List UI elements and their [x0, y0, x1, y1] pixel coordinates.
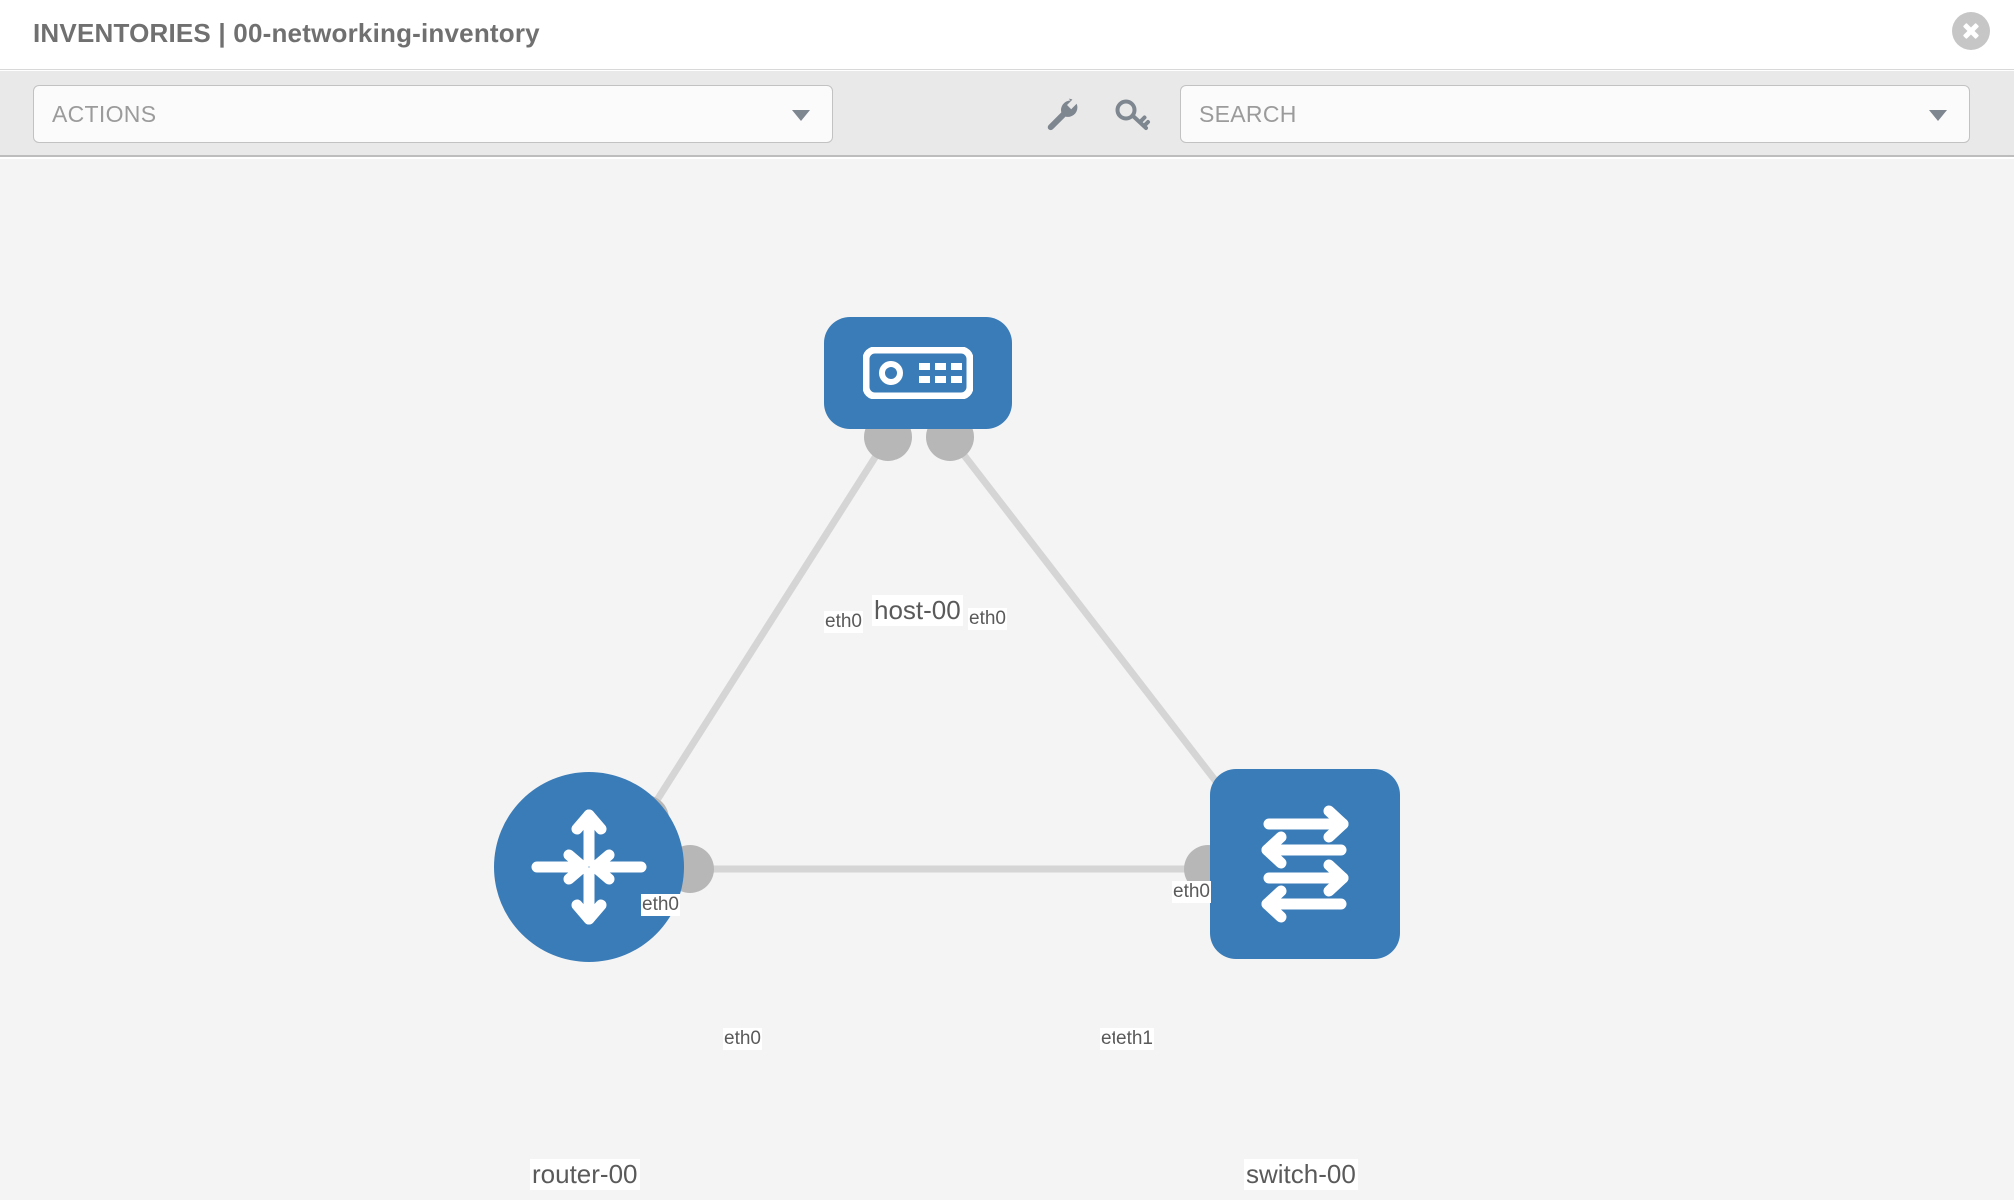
search-input-placeholder: SEARCH: [1199, 101, 1297, 127]
search-input[interactable]: SEARCH: [1180, 85, 1970, 143]
topology-node-label-router-00: router-00: [530, 1159, 640, 1190]
topology-node-router-00[interactable]: [494, 772, 684, 962]
chevron-down-icon[interactable]: [1929, 110, 1947, 121]
port-label-switch-uplink: eth0: [1172, 881, 1211, 903]
topology-links: [621, 413, 1269, 893]
topology-node-label-switch-00: switch-00: [1244, 1159, 1358, 1190]
link-host-router: [642, 435, 891, 821]
wrench-icon[interactable]: [1032, 85, 1090, 143]
port-label-router-uplink: eth0: [641, 894, 680, 916]
toolbar: ACTIONS SEARCH: [0, 71, 2014, 157]
router-arrows-icon: [531, 809, 647, 925]
server-icon: [863, 347, 973, 399]
page-title: INVENTORIES | 00-networking-inventory: [33, 18, 540, 48]
key-icon[interactable]: [1104, 85, 1162, 143]
port-label-host-right: eth0: [968, 608, 1007, 630]
actions-dropdown-label: ACTIONS: [52, 101, 157, 127]
switch-arrows-icon: [1261, 805, 1349, 923]
link-host-switch: [947, 434, 1248, 822]
port-label-switch-left: eth1: [1115, 1028, 1154, 1050]
chevron-down-icon: [792, 110, 810, 121]
topology-node-label-host-00: host-00: [872, 595, 963, 626]
topology-node-host-00[interactable]: [824, 317, 1012, 429]
port-label-host-left: eth0: [824, 611, 863, 633]
actions-dropdown[interactable]: ACTIONS: [33, 85, 833, 143]
window-header: INVENTORIES | 00-networking-inventory: [0, 0, 2014, 70]
close-icon[interactable]: [1952, 12, 1990, 50]
port-label-router-right: eth0: [723, 1028, 762, 1050]
topology-node-switch-00[interactable]: [1210, 769, 1400, 959]
topology-canvas[interactable]: host-00 router-0: [0, 159, 2014, 1200]
